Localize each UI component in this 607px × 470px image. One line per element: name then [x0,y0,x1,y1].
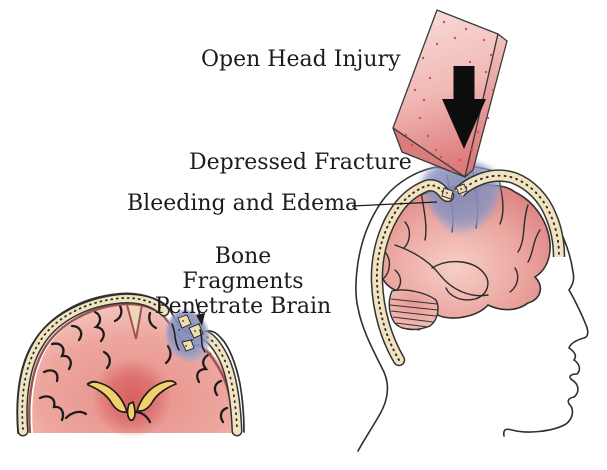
fracture-fragments [441,183,468,200]
head-profile-illustration [351,160,589,452]
block-speckles [404,20,495,173]
falx-cerebri [126,304,143,340]
falling-block-illustration [392,9,508,178]
deep-brain-core [92,358,172,438]
head-outline [355,166,589,452]
bleeding-edema-leader-line [351,201,438,207]
dura-meninges-line [28,302,236,434]
bleeding-edema-label: Bleeding and Edema [127,191,359,216]
block-right-face [464,33,508,178]
depressed-fracture-label: Depressed Fracture [189,150,412,175]
bone-fragment-shards [177,314,204,352]
fracture-site [166,310,210,362]
impact-down-arrow-icon [442,66,486,149]
fracture-sulci-marks [171,323,206,353]
brain-cross-section-illustration [16,292,245,438]
block-bottom-face [392,127,466,178]
bone-fragments-label-line2: Penetrate Brain [154,294,332,319]
fragment-speckles [178,320,200,347]
cerebellum [388,289,439,331]
bone-fragments-label: Bone Fragments Penetrate Brain [152,244,334,319]
cross-section-skull-band [16,292,243,437]
figure-title: Open Head Injury [201,47,401,72]
ventricles [87,380,177,422]
bone-fragments-pointer-arrow-icon [195,298,205,326]
bone-fragments-label-line1: Bone Fragments [182,244,304,294]
